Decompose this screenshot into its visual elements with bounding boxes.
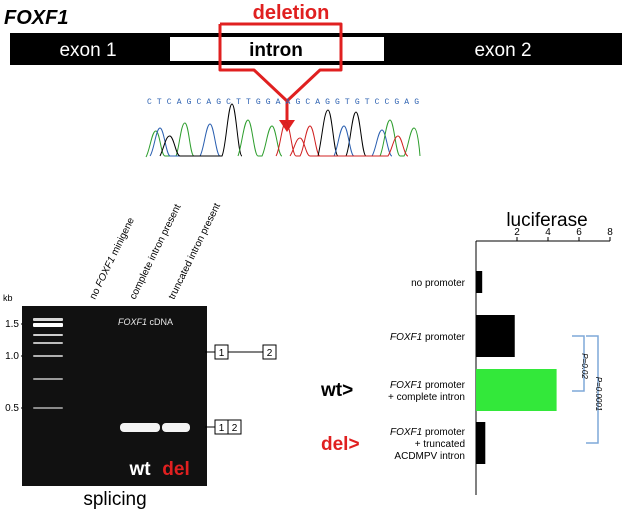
band-del xyxy=(162,423,190,432)
trace-blue-2 xyxy=(333,125,393,157)
category-label: FOXF1 promoter xyxy=(390,427,466,438)
exon-box-2 xyxy=(262,344,277,360)
ladder-band xyxy=(33,334,63,336)
bar-4 xyxy=(476,422,486,464)
deletion-callout xyxy=(218,22,343,103)
intron-label: intron xyxy=(249,40,303,61)
exon-box-1-label: 1 xyxy=(219,348,225,359)
significance-bracket-2 xyxy=(586,335,599,444)
del-marker: del> xyxy=(321,434,360,455)
x-tick-label: 2 xyxy=(514,227,520,238)
ladder xyxy=(33,318,63,409)
significance-bracket-1 xyxy=(572,335,585,392)
trace-black-2 xyxy=(317,109,367,157)
pvalue-1: P=0.02 xyxy=(580,353,589,379)
kb-label: kb xyxy=(3,293,13,303)
trace-red-1 xyxy=(275,121,321,157)
category-label: FOXF1 promoter xyxy=(390,380,466,391)
ladder-band xyxy=(33,355,63,357)
trace-red-2 xyxy=(289,135,409,157)
trace-green-2 xyxy=(237,119,283,157)
intron-region xyxy=(170,37,384,61)
gel-wt-label: wt xyxy=(128,459,151,480)
kb-tick-0-5: 0.5 xyxy=(5,403,19,414)
kb-tick-1-0: 1.0 xyxy=(5,351,19,362)
splicing-caption: splicing xyxy=(83,489,146,510)
category-label: no promoter xyxy=(411,278,466,289)
category-label: + truncated xyxy=(415,439,465,450)
x-tick-label: 8 xyxy=(607,227,613,238)
kb-tick-1-5: 1.5 xyxy=(5,319,19,330)
category-label: FOXF1 promoter xyxy=(390,332,466,343)
lane-label-1: no FOXF1 minigene xyxy=(88,216,137,302)
x-tick-label: 4 xyxy=(545,227,551,238)
ladder-band xyxy=(33,407,63,409)
gel-del-label: del xyxy=(162,459,189,480)
exon-box-2-label: 2 xyxy=(267,348,273,359)
trace-black-1 xyxy=(159,103,243,157)
trace-green-3 xyxy=(379,119,421,157)
cdna-label: FOXF1 cDNA xyxy=(118,317,173,327)
band-wt xyxy=(120,423,160,432)
exon-box-2-label: 2 xyxy=(232,423,238,434)
category-label: ACDMPV intron xyxy=(394,451,465,462)
schematic-unspliced: 1 2 xyxy=(205,344,277,360)
bar-1 xyxy=(476,271,483,293)
trace-blue-1 xyxy=(149,123,221,157)
exon2-label: exon 2 xyxy=(474,40,531,61)
ladder-band xyxy=(33,378,63,380)
x-tick-label: 6 xyxy=(576,227,582,238)
ladder-band xyxy=(33,342,63,344)
deletion-label: deletion xyxy=(253,2,330,24)
exon-box-2 xyxy=(227,419,242,435)
ladder-band xyxy=(33,318,63,321)
category-label: + complete intron xyxy=(388,392,465,403)
bar-3 xyxy=(476,369,557,411)
luciferase-title: luciferase xyxy=(506,210,587,231)
ladder-band xyxy=(33,323,63,327)
bar-2 xyxy=(476,315,515,357)
schematic-spliced: 1 2 xyxy=(205,419,242,435)
chromatogram: CTCAGCAGCTTGGAAGCAGGTGTCCGAG xyxy=(145,98,421,158)
deletion-arrow-head xyxy=(279,120,295,132)
exon1-label: exon 1 xyxy=(59,40,116,61)
trace-green-1 xyxy=(145,122,195,158)
gene-title: FOXF1 xyxy=(4,7,68,29)
wt-marker: wt> xyxy=(320,380,353,401)
exon-box-1-label: 1 xyxy=(219,423,225,434)
pvalue-2: P=0.0001 xyxy=(594,377,603,411)
